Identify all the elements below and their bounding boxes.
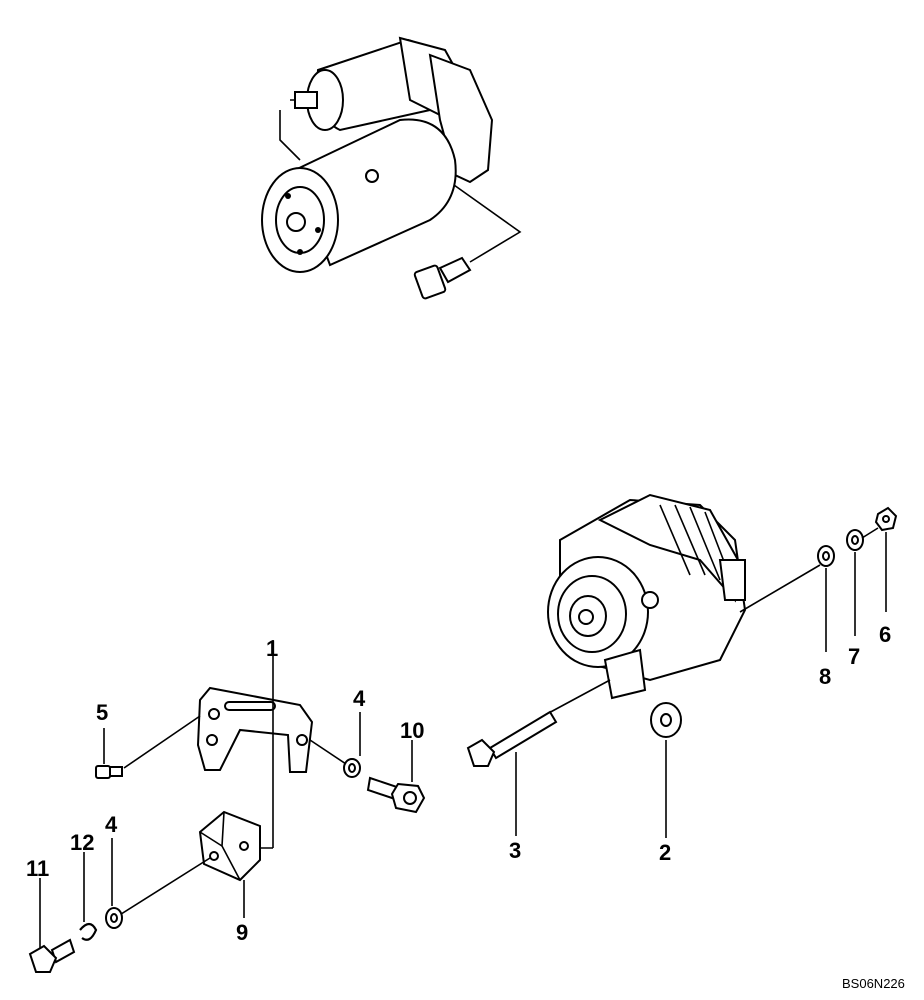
spring-washer-12 — [79, 852, 98, 941]
lock-washer-7 — [846, 529, 864, 636]
callout-2: 2 — [659, 840, 671, 865]
washer-4-upper — [309, 712, 361, 778]
bolt-10 — [366, 740, 426, 814]
callout-9: 9 — [236, 920, 248, 945]
spacer-2 — [650, 702, 682, 838]
callout-7: 7 — [848, 644, 860, 669]
callout-11: 11 — [26, 856, 49, 881]
long-bolt-3 — [466, 710, 558, 836]
bolt-5 — [95, 715, 201, 779]
starter-motor — [261, 36, 522, 300]
callout-12: 12 — [70, 830, 94, 855]
callout-1: 1 — [266, 636, 278, 661]
bolt-11 — [28, 878, 76, 973]
nut-6 — [861, 506, 898, 612]
callout-4-lower: 4 — [105, 812, 118, 837]
washer-8 — [817, 545, 835, 652]
alternator — [544, 493, 821, 716]
drawing-code: BS06N226 — [842, 976, 905, 991]
callout-6: 6 — [879, 622, 891, 647]
block-9 — [117, 810, 261, 918]
callout-3: 3 — [509, 838, 521, 863]
washer-4-lower — [105, 838, 123, 929]
callout-10: 10 — [400, 718, 424, 743]
bracket-1 — [196, 640, 314, 849]
callout-5: 5 — [96, 700, 108, 725]
callout-4-upper: 4 — [353, 686, 366, 711]
callout-8: 8 — [819, 664, 831, 689]
